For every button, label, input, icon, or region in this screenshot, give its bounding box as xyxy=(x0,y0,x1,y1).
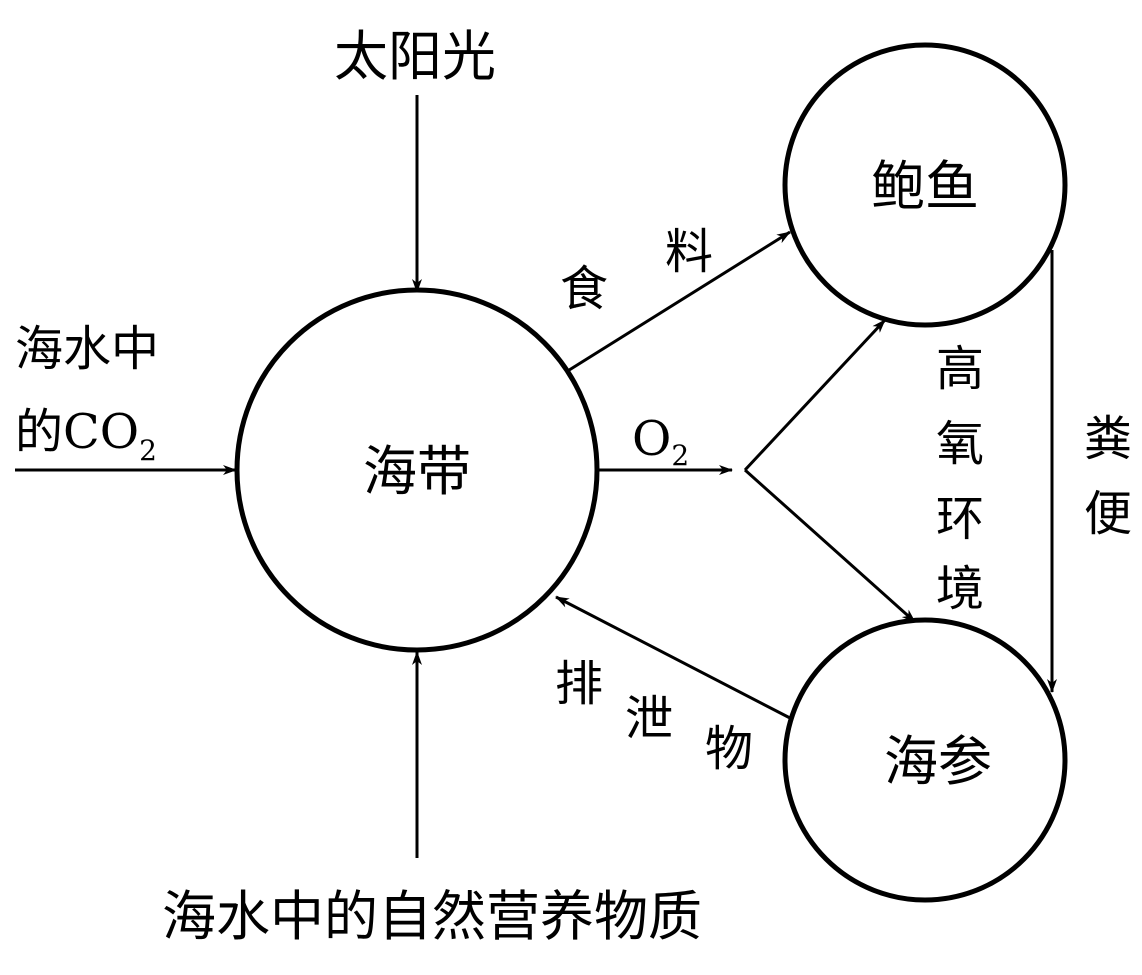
feces-label-1: 粪 xyxy=(1084,411,1132,467)
abalone-label: 鲍鱼 xyxy=(871,155,979,218)
excreta-label-1: 排 xyxy=(555,656,603,712)
feed-label-1: 食 xyxy=(560,261,608,317)
co2-label-line2: 的CO2 xyxy=(15,404,157,467)
excreta-arrow xyxy=(555,595,791,720)
o2-to-abalone-arrow xyxy=(743,318,887,472)
high-oxygen-label-2: 氧 xyxy=(936,416,984,472)
high-oxygen-label-3: 环 xyxy=(936,491,984,547)
excreta-label-2: 泄 xyxy=(625,691,673,747)
co2-label-line1: 海水中 xyxy=(15,321,159,377)
sunlight-label: 太阳光 xyxy=(334,25,496,88)
high-oxygen-label-1: 高 xyxy=(936,341,984,397)
o2-to-sea-cucumber-arrow xyxy=(744,468,916,624)
high-oxygen-label-4: 境 xyxy=(936,561,984,617)
kelp-node xyxy=(234,287,600,653)
sea-cucumber-node xyxy=(782,617,1068,903)
o2-label: O2 xyxy=(632,411,689,472)
abalone-node xyxy=(782,42,1068,328)
feces-label-2: 便 xyxy=(1084,486,1132,542)
feed-arrow xyxy=(565,230,791,374)
excreta-label-3: 物 xyxy=(705,721,753,777)
kelp-label: 海带 xyxy=(363,440,471,503)
feed-label-2: 料 xyxy=(665,224,713,280)
nutrients-label: 海水中的自然营养物质 xyxy=(162,885,702,948)
sea-cucumber-label: 海参 xyxy=(884,730,992,793)
